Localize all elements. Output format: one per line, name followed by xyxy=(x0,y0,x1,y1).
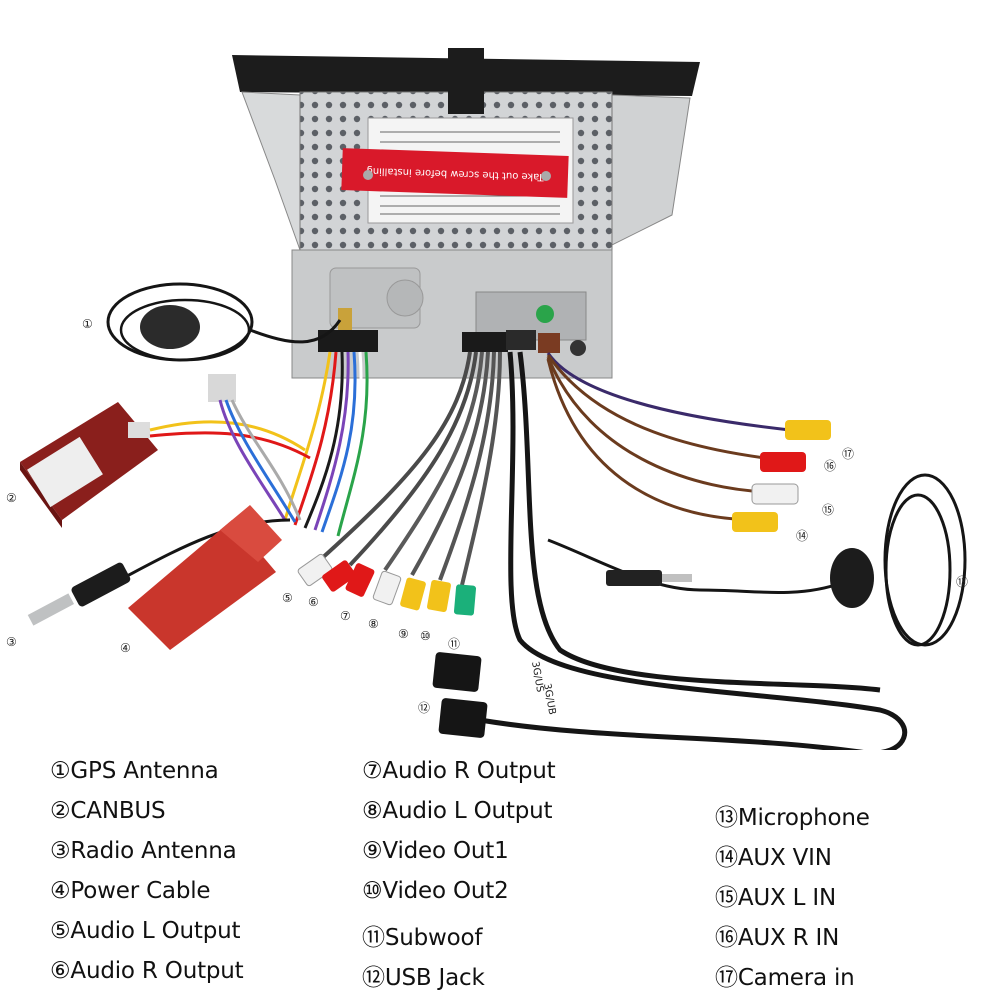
callout-16: ⑯ xyxy=(824,459,836,473)
legend-item-audio-r-output-7: ⑦Audio R Output xyxy=(362,758,556,784)
wiring-diagram: Take out the screw before installing xyxy=(6,48,968,750)
mic-plug-tip xyxy=(662,574,692,582)
power-plug-body xyxy=(128,520,276,650)
callout-5: ⑤ xyxy=(282,591,293,605)
usb-harness-connector xyxy=(506,330,536,350)
radio-antenna-plug xyxy=(71,562,131,607)
rca-audio-r-out-7 xyxy=(345,563,375,597)
mic-head xyxy=(830,548,874,608)
callout-13: ⑬ xyxy=(956,575,968,589)
power-plug-top xyxy=(220,505,282,562)
rca-plugs-inputs xyxy=(732,420,831,532)
legend-item-gps-antenna: ①GPS Antenna xyxy=(50,758,219,784)
callout-8: ⑧ xyxy=(368,617,379,631)
unit-bracket xyxy=(448,48,484,114)
legend-item-camera-in: ⑰Camera in xyxy=(715,965,855,991)
legend-item-canbus: ②CANBUS xyxy=(50,798,166,824)
aux-harness-connector xyxy=(538,333,560,353)
gps-antenna-puck xyxy=(140,305,200,349)
main-harness-wires xyxy=(149,351,369,537)
rca-video-out-10 xyxy=(427,579,451,613)
rca-video-out-9 xyxy=(400,577,426,611)
usb-jack-2 xyxy=(438,698,488,738)
rca-plugs-outputs xyxy=(297,553,477,616)
callout-6: ⑥ xyxy=(308,595,319,609)
rca-aux-l-in-15 xyxy=(751,483,799,505)
canbus-box-side xyxy=(20,462,62,528)
callout-14: ⑭ xyxy=(796,529,808,543)
rca-audio-l-out-8 xyxy=(372,570,402,606)
callout-12: ⑫ xyxy=(418,701,430,715)
gps-cable-coil-2 xyxy=(119,298,251,362)
callout-17: ⑰ xyxy=(842,447,854,461)
callout-2: ② xyxy=(6,491,17,505)
callout-9: ⑨ xyxy=(398,627,409,641)
rca-camera-in-17 xyxy=(785,420,831,440)
mic-jack-socket xyxy=(570,340,586,356)
legend-item-aux-vin: ⑭AUX VIN xyxy=(715,845,832,871)
usb-cable-loop-2 xyxy=(517,351,881,693)
main-harness-connector xyxy=(318,330,378,352)
screw-left xyxy=(363,170,373,180)
canbus-sticker xyxy=(27,436,103,508)
head-unit: Take out the screw before installing xyxy=(232,48,700,379)
av-cables xyxy=(318,351,502,586)
legend-item-aux-r-in: ⑯AUX R IN xyxy=(715,925,840,951)
legend-item-power-cable: ④Power Cable xyxy=(50,878,211,904)
legend-item-usb-jack: ⑫USB Jack xyxy=(362,965,485,991)
callout-10: ⑩ xyxy=(420,629,431,643)
usb-tag-2: 3G/UB xyxy=(541,683,557,716)
canbus-plug xyxy=(128,422,150,438)
microphone xyxy=(547,473,967,647)
legend-item-video-out1: ⑨Video Out1 xyxy=(362,838,509,864)
callout-4: ④ xyxy=(120,641,131,655)
rear-panel-mount xyxy=(386,279,424,317)
legend-item-radio-antenna: ③Radio Antenna xyxy=(50,838,237,864)
mic-cable-coil-2 xyxy=(884,493,952,647)
usb-cable-loop xyxy=(479,351,908,750)
gps-cable-lead xyxy=(249,319,342,344)
unit-side-plate xyxy=(241,91,301,251)
legend-item-audio-l-output-5: ⑤Audio L Output xyxy=(50,918,241,944)
power-cable xyxy=(128,505,282,650)
callout-7: ⑦ xyxy=(340,609,351,623)
radio-antenna-pin xyxy=(27,593,75,626)
legend-item-video-out2: ⑩Video Out2 xyxy=(362,878,509,904)
warning-sticker xyxy=(341,148,569,198)
usb-cables: 3G/US 3G/UB xyxy=(432,351,908,750)
callouts: ① ② ③ ④ ⑤ ⑥ ⑦ ⑧ ⑨ ⑩ ⑪ ⑫ ⑬ ⑭ ⑮ ⑯ ⑰ xyxy=(6,317,968,715)
callout-1: ① xyxy=(82,317,93,331)
screw-right xyxy=(541,171,551,181)
mic-cable xyxy=(547,538,851,594)
rca-audio-l-out-5 xyxy=(297,553,333,587)
legend-item-microphone: ⑬Microphone xyxy=(715,805,870,831)
legend-item-subwoof: ⑪Subwoof xyxy=(362,925,483,951)
legend-item-audio-l-output-8: ⑧Audio L Output xyxy=(362,798,553,824)
legend-item-aux-l-in: ⑮AUX L IN xyxy=(715,885,836,911)
callout-15: ⑮ xyxy=(822,503,834,517)
callout-11: ⑪ xyxy=(448,637,460,651)
rca-audio-r-out-6 xyxy=(322,560,356,592)
mic-plug xyxy=(606,570,662,586)
unit-side-plate-right xyxy=(611,94,691,246)
usb-tag-1: 3G/US xyxy=(529,661,545,694)
legend-item-audio-r-output-6: ⑥Audio R Output xyxy=(50,958,244,984)
usb-jack-1 xyxy=(432,652,482,692)
legend: ①GPS Antenna ②CANBUS ③Radio Antenna ④Pow… xyxy=(0,752,1000,992)
mic-cable-coil xyxy=(883,473,967,647)
canbus-plug-top xyxy=(208,374,236,402)
rca-aux-vin-14 xyxy=(732,512,778,532)
aux-cables xyxy=(546,352,791,522)
av-harness-connector xyxy=(462,332,508,352)
gps-antenna xyxy=(106,282,342,362)
gps-sma-connector xyxy=(338,308,352,334)
rca-aux-r-in-16 xyxy=(760,452,806,472)
green-ground-terminal xyxy=(536,305,554,323)
rca-subwoof-11 xyxy=(453,584,477,616)
canbus-box xyxy=(20,374,236,528)
callout-3: ③ xyxy=(6,635,17,649)
